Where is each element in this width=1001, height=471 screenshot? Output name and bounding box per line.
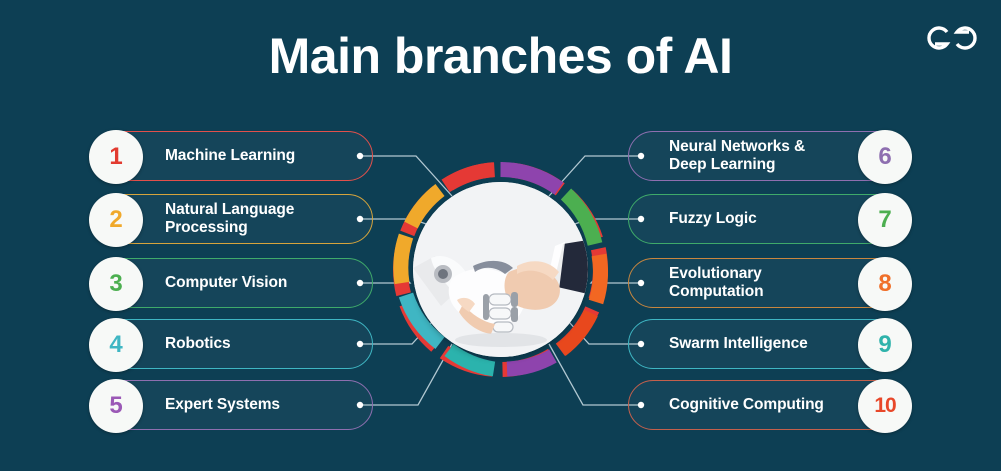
branch-label-7: Fuzzy Logic — [669, 210, 757, 227]
branch-pill-8[interactable]: Evolutionary Computation 8 — [628, 257, 912, 311]
robot-human-handshake-image — [413, 182, 588, 357]
page-title: Main branches of AI — [268, 28, 733, 84]
branch-pill-5[interactable]: 5 Expert Systems — [89, 379, 373, 433]
branch-number-6: 6 — [858, 130, 912, 184]
branch-number-4: 4 — [89, 318, 143, 372]
branch-number-3: 3 — [89, 257, 143, 311]
branch-label-1: Machine Learning — [165, 147, 296, 164]
branch-number-2: 2 — [89, 193, 143, 247]
branch-number-9: 9 — [858, 318, 912, 372]
branch-pill-1[interactable]: 1 Machine Learning — [89, 130, 373, 184]
branch-number-7: 7 — [858, 193, 912, 247]
branch-label-10: Cognitive Computing — [669, 396, 824, 413]
branch-number-1: 1 — [89, 130, 143, 184]
center-emblem — [393, 162, 608, 377]
branch-number-5: 5 — [89, 379, 143, 433]
branch-pill-4[interactable]: 4 Robotics — [89, 318, 373, 372]
branch-label-3: Computer Vision — [165, 274, 288, 291]
branch-pill-7[interactable]: Fuzzy Logic 7 — [628, 193, 912, 247]
branch-label-6: Neural Networks & Deep Learning — [669, 138, 806, 173]
branch-pill-2[interactable]: 2 Natural Language Processing — [89, 193, 373, 247]
branch-number-8: 8 — [858, 257, 912, 311]
branch-number-10: 10 — [858, 379, 912, 433]
branch-pill-6[interactable]: Neural Networks & Deep Learning 6 — [628, 130, 912, 184]
branch-pill-3[interactable]: 3 Computer Vision — [89, 257, 373, 311]
geeksforgeeks-logo[interactable] — [917, 18, 987, 58]
branch-label-9: Swarm Intelligence — [669, 335, 808, 352]
branch-pill-10[interactable]: Cognitive Computing 10 — [628, 379, 912, 433]
branch-label-8: Evolutionary Computation — [669, 265, 764, 300]
branch-label-4: Robotics — [165, 335, 231, 352]
branch-label-2: Natural Language Processing — [165, 201, 295, 236]
branch-label-5: Expert Systems — [165, 396, 280, 413]
branch-pill-9[interactable]: Swarm Intelligence 9 — [628, 318, 912, 372]
